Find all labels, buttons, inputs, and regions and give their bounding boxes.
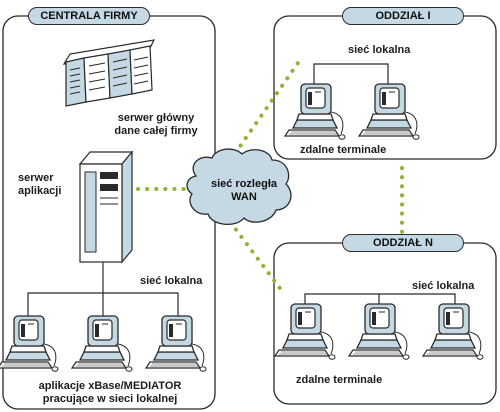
- wan-label-line-1: sieć rozległa: [210, 178, 278, 190]
- wan-label-line-2: WAN: [231, 191, 257, 203]
- branch-n-title: ODDZIAŁ N: [342, 234, 464, 252]
- branch-n-terminal-2: [348, 303, 410, 360]
- main-server-label-line-1: serwer główny: [117, 112, 195, 124]
- central-terminal-1: [0, 315, 59, 372]
- wan-cloud: [186, 148, 292, 225]
- application-server-label-line-2: aplikacji: [18, 185, 62, 197]
- main-server-label-line-2: dane całej firmy: [114, 125, 198, 137]
- branch-n-terminal-1: [274, 303, 336, 360]
- wan-label: sieć rozległa WAN: [206, 178, 282, 204]
- application-server-label: serwer aplikacji: [18, 172, 78, 198]
- main-server-label: serwer główny dane całej firmy: [102, 112, 210, 138]
- branch-n-terminals-label: zdalne terminale: [296, 374, 383, 386]
- central-apps-label-line-1: aplikacje xBase/MEDIATOR: [38, 380, 182, 392]
- branch-1-title: ODDZIAŁ I: [342, 7, 464, 25]
- central-apps-label-line-2: pracujące w sieci lokalnej: [42, 393, 178, 405]
- central-terminal-3: [145, 315, 207, 372]
- central-lan-lines: [27, 262, 179, 320]
- central-lan-label: sieć lokalna: [140, 275, 203, 287]
- branch-n-terminal-3: [422, 303, 484, 360]
- branch-1-terminal-1: [284, 83, 346, 140]
- central-title: CENTRALA FIRMY: [28, 7, 150, 25]
- branch-1-terminals-label: zdalne terminale: [300, 144, 387, 156]
- branch-1-lan-label: sieć lokalna: [348, 44, 411, 56]
- central-apps-label: aplikacje xBase/MEDIATOR pracujące w sie…: [10, 380, 210, 406]
- branch-1-terminal-2: [358, 83, 420, 140]
- branch-n-lan-label: sieć lokalna: [412, 280, 475, 292]
- main-server-icon: [62, 39, 156, 107]
- wan-links: [136, 58, 404, 297]
- application-server-label-line-1: serwer: [18, 172, 54, 184]
- branch-1-lan-lines: [313, 63, 389, 86]
- application-server-icon: [78, 150, 134, 264]
- central-terminal-2: [71, 315, 133, 372]
